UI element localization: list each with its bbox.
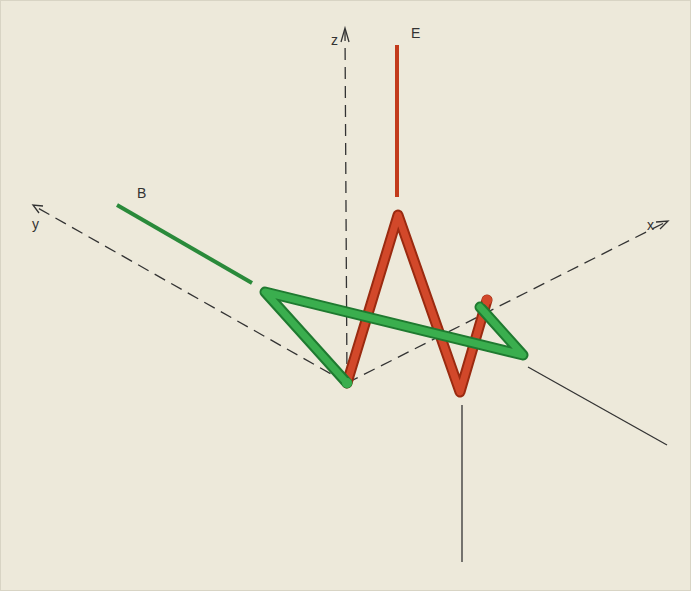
e-field-line <box>395 45 399 197</box>
wave-start <box>342 378 352 388</box>
b-field-line <box>117 205 252 283</box>
axis-arrowhead <box>341 28 349 42</box>
axis-label: B <box>137 186 146 200</box>
axis-label: y <box>32 217 39 231</box>
wave-end <box>482 295 492 305</box>
e-wave <box>347 215 487 392</box>
e-wave-shadow <box>347 215 487 392</box>
z-axis <box>345 30 347 383</box>
axis-line <box>528 367 667 445</box>
axis-line <box>461 405 462 562</box>
x-axis <box>347 222 666 383</box>
b-wave <box>265 292 523 383</box>
b-wave-shadow <box>265 292 523 383</box>
axis-arrowhead <box>656 221 668 229</box>
axis-label: z <box>331 33 338 47</box>
axis-label: E <box>411 26 420 40</box>
axis-arrowhead <box>33 205 43 213</box>
axis-label: x <box>647 218 654 232</box>
